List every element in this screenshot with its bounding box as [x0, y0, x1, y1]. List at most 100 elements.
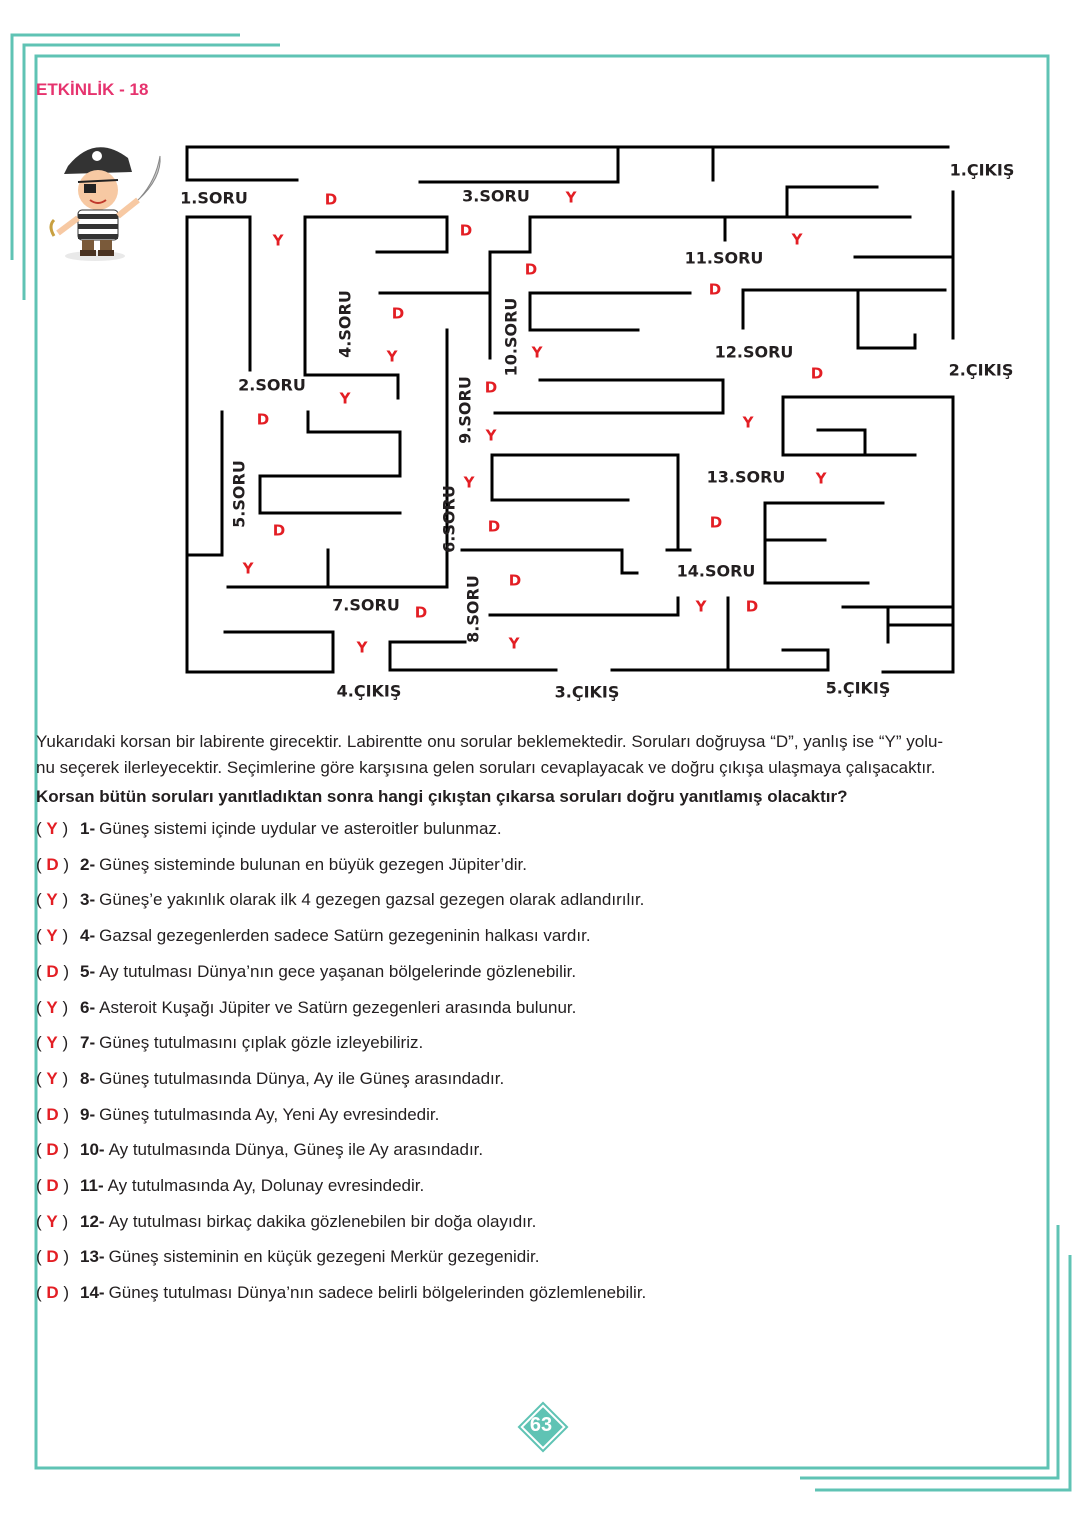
maze-path-letter: Y — [485, 427, 498, 445]
statement-number: 14- — [80, 1283, 105, 1303]
answer-box: ( D ) — [36, 1247, 70, 1267]
answer-box: ( Y ) — [36, 819, 69, 838]
maze-path-letter: D — [746, 598, 758, 616]
answer-box: ( D ) — [36, 854, 70, 874]
maze-path-letter: D — [509, 572, 521, 590]
maze-path-letter: D — [709, 281, 721, 299]
statement-item: ( D )10-Ay tutulmasında Dünya, Güneş ile… — [36, 1138, 483, 1162]
maze-exit-label: 3.ÇIKIŞ — [555, 683, 620, 702]
statement-item: ( D )2-Güneş sisteminde bulunan en büyük… — [36, 853, 527, 877]
maze-question-label: 5.SORU — [230, 460, 249, 528]
maze-question-label: 9.SORU — [456, 376, 475, 444]
statement-text: Asteroit Kuşağı Jüpiter ve Satürn gezege… — [99, 997, 577, 1017]
maze-question-label: 1.SORU — [180, 189, 248, 208]
page-number: 63 — [529, 1414, 553, 1436]
maze-question-label: 7.SORU — [332, 596, 400, 615]
answer-letter: D — [46, 1283, 59, 1303]
answer-box: ( Y ) — [36, 890, 69, 910]
answer-box: ( D ) — [36, 1176, 70, 1195]
statement-text: Güneş’e yakınlık olarak ilk 4 gezegen ga… — [99, 890, 645, 910]
statement-number: 5- — [80, 961, 96, 981]
statement-item: ( Y ) 12-Ay tutulması birkaç dakika gözle… — [36, 1210, 536, 1234]
main-question: Korsan bütün soruları yanıtladıktan sonr… — [36, 787, 848, 806]
statement-item: ( Y )1-Güneş sistemi içinde uydular ve a… — [36, 817, 502, 841]
maze-path-letter: Y — [356, 639, 369, 657]
statement-text: Ay tutulması birkaç dakika gözlenebilen … — [108, 1211, 537, 1231]
maze-path-letter: D — [811, 365, 823, 383]
statement-item: ( D )13-Güneş sisteminin en küçük gezege… — [36, 1245, 539, 1269]
intro-line-1: Yukarıdaki korsan bir labirente girecekt… — [36, 732, 944, 751]
statement-item: ( D )11-Ay tutulmasında Ay, Dolunay evre… — [36, 1174, 424, 1198]
answer-letter: Y — [46, 1211, 58, 1231]
maze-path-letter: Y — [565, 189, 578, 207]
statement-item: ( Y )7-Güneş tutulmasını çıplak gözle iz… — [36, 1031, 423, 1055]
answer-letter: D — [46, 1140, 59, 1160]
maze-question-label: 3.SORU — [462, 187, 530, 206]
statement-text: Güneş tutulmasında Ay, Yeni Ay evresinde… — [99, 1104, 440, 1124]
statement-number: 4- — [80, 926, 96, 946]
statement-number: 13- — [80, 1247, 105, 1267]
answer-letter: Y — [46, 890, 58, 910]
statement-item: ( Y ) 4-Gazsal gezegenlerden sadece Satür… — [36, 924, 591, 948]
maze-path-letter: Y — [242, 560, 255, 578]
statement-text: Gazsal gezegenlerden sadece Satürn gezeg… — [99, 926, 591, 946]
maze-path-letter: D — [325, 191, 337, 209]
maze-path-letter: Y — [272, 232, 285, 250]
page-number-badge: 63 — [520, 1404, 566, 1450]
maze-path-letter: Y — [742, 414, 755, 432]
statement-number: 7- — [80, 1033, 96, 1053]
maze-path-letter: D — [525, 261, 537, 279]
maze-exit-label: 1.ÇIKIŞ — [950, 161, 1015, 180]
answer-letter: Y — [46, 1068, 58, 1088]
statement-text: Güneş tutulması Dünya’nın sadece belirli… — [108, 1283, 647, 1303]
maze-question-label: 2.SORU — [238, 376, 306, 395]
statement-text: Ay tutulması Dünya’nın gece yaşanan bölg… — [99, 961, 577, 981]
statement-item: ( Y )6-Asteroit Kuşağı Jüpiter ve Satürn… — [36, 996, 576, 1020]
statement-text: Ay tutulmasında Dünya, Güneş ile Ay aras… — [108, 1140, 484, 1160]
statement-number: 2- — [80, 854, 96, 874]
maze-path-letter: D — [460, 222, 472, 240]
maze-walls — [185, 145, 955, 674]
statement-number: 1- — [80, 819, 96, 838]
intro-line-2: nu seçerek ilerleyecektir. Seçimlerine g… — [36, 758, 936, 777]
maze-path-letter: D — [488, 518, 500, 536]
maze-path-letter: Y — [531, 344, 544, 362]
maze-exit-label: 2.ÇIKIŞ — [949, 361, 1014, 380]
maze: 1.SORU 2.SORU 3.SORU 4.SORU 5.SORU 6.SORU 7.SO… — [180, 145, 1014, 702]
maze-path-letter: D — [415, 604, 427, 622]
maze-path-letter: Y — [508, 635, 521, 653]
statement-number: 8- — [80, 1068, 96, 1088]
maze-path-letter: Y — [463, 474, 476, 492]
answer-box: ( D ) — [36, 961, 70, 981]
statement-number: 3- — [80, 890, 96, 910]
maze-question-label: 4.SORU — [336, 290, 355, 358]
statement-item: ( D ) 14-Güneş tutulması Dünya’nın sadece… — [36, 1281, 646, 1305]
statement-number: 10- — [80, 1140, 105, 1160]
answer-letter: D — [46, 1247, 59, 1267]
maze-path-letter: Y — [815, 470, 828, 488]
maze-question-label: 6.SORU — [440, 485, 459, 553]
maze-path-letter: D — [710, 514, 722, 532]
statement-number: 12- — [80, 1211, 105, 1231]
maze-exit-label: 5.ÇIKIŞ — [826, 679, 891, 698]
maze-labels: 1.SORU 2.SORU 3.SORU 4.SORU 5.SORU 6.SORU 7.SO… — [180, 161, 1014, 702]
maze-path-letter: D — [392, 305, 404, 323]
answer-box: ( Y ) — [36, 926, 69, 946]
answer-letter: Y — [46, 819, 58, 838]
answer-box: ( Y ) — [36, 1211, 69, 1231]
answer-box: ( D ) — [36, 1104, 70, 1124]
maze-path-letter: Y — [695, 598, 708, 616]
answer-box: ( Y ) — [36, 1068, 69, 1088]
statement-item: ( Y ) 3-Güneş’e yakınlık olarak ilk 4 gez… — [36, 888, 644, 912]
pirate-illustration — [49, 147, 161, 261]
statement-number: 6- — [80, 997, 96, 1017]
maze-path-letter: Y — [339, 390, 352, 408]
maze-path-letter: D — [485, 379, 497, 397]
answer-letter: Y — [46, 1033, 58, 1053]
answer-box: ( D ) — [36, 1283, 70, 1303]
intro-paragraph: Yukarıdaki korsan bir labirente girecekt… — [36, 729, 1026, 781]
maze-question-label: 10.SORU — [502, 298, 521, 377]
statement-text: Güneş tutulmasında Dünya, Ay ile Güneş a… — [99, 1068, 505, 1088]
statement-item: ( D )9-Güneş tutulmasında Ay, Yeni Ay ev… — [36, 1103, 439, 1127]
maze-question-label: 8.SORU — [464, 575, 483, 643]
